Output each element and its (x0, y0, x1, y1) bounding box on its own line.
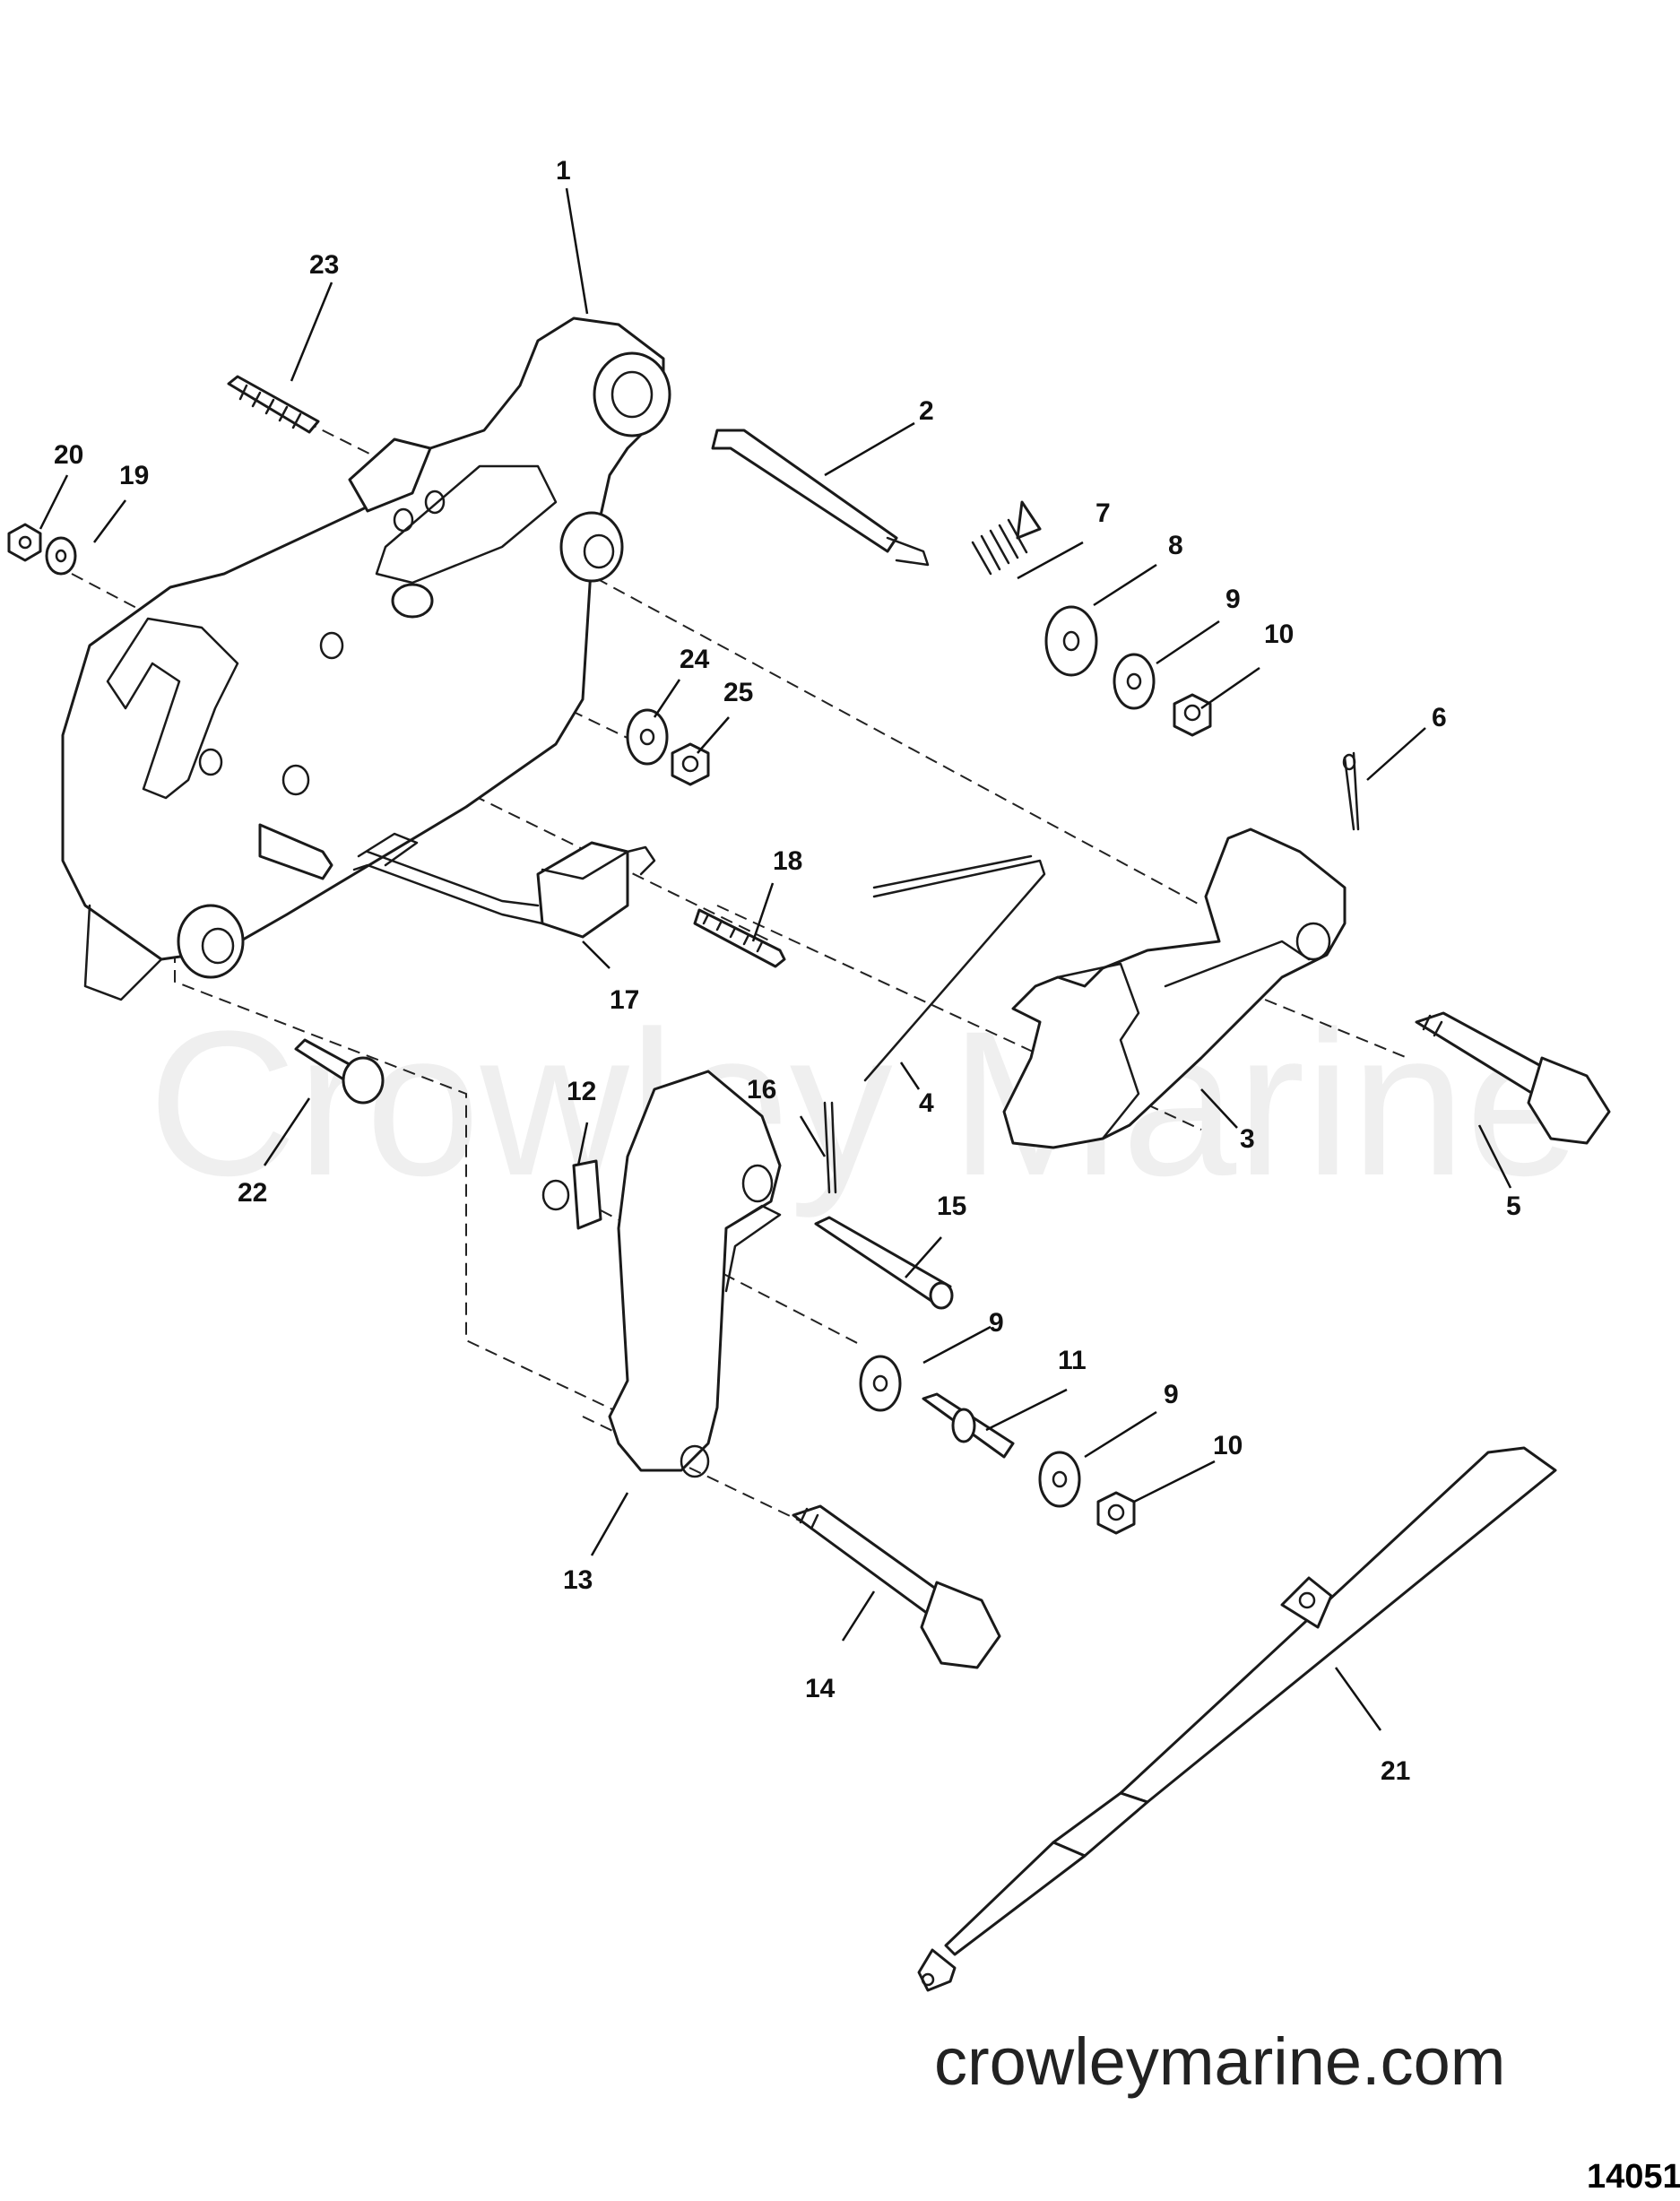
callouts: 1 2 3 4 5 6 7 8 9 10 11 12 13 14 15 16 1… (54, 156, 1521, 1786)
washer-9-low (1038, 1451, 1081, 1508)
callout-21: 21 (1381, 1756, 1410, 1786)
stud-11 (922, 1392, 1015, 1459)
callout-8: 8 (1168, 531, 1183, 560)
bolt-14 (792, 1504, 1001, 1669)
callout-9-low: 9 (1164, 1380, 1179, 1409)
callout-16: 16 (747, 1075, 776, 1105)
callout-10: 10 (1264, 620, 1294, 649)
washer-19 (45, 536, 77, 576)
callout-2: 2 (919, 396, 934, 426)
callout-14: 14 (805, 1674, 836, 1703)
switch-17 (258, 438, 656, 939)
callout-15: 15 (937, 1191, 966, 1221)
main-bracket (61, 316, 671, 1001)
stud-23 (227, 375, 320, 434)
nut-25 (671, 742, 710, 786)
callout-17: 17 (610, 985, 639, 1015)
washer-24 (626, 708, 669, 766)
link-rod-4 (863, 854, 1046, 1082)
nut-10-top (1173, 693, 1212, 737)
nut-10-low (1096, 1491, 1136, 1535)
callout-9-mid: 9 (989, 1308, 1004, 1338)
callout-18: 18 (773, 846, 802, 876)
lever-arm-13 (608, 1070, 782, 1478)
callout-9: 9 (1225, 585, 1241, 614)
nut-20 (7, 523, 42, 562)
callout-22: 22 (238, 1178, 267, 1208)
diagram-id: 14051 (1587, 2158, 1680, 2196)
tube-21 (917, 1446, 1557, 1992)
washer-9-top (1113, 653, 1156, 710)
callout-13: 13 (563, 1565, 593, 1595)
cotter-pin-6 (1342, 751, 1360, 831)
callout-19: 19 (119, 461, 149, 490)
cotter-pin-16 (823, 1101, 837, 1194)
website-text: crowleymarine.com (934, 2024, 1505, 2099)
callout-1: 1 (556, 156, 571, 186)
spring (971, 500, 1042, 576)
callout-10-low: 10 (1213, 1431, 1243, 1460)
callout-24: 24 (680, 645, 710, 674)
callout-5: 5 (1506, 1191, 1521, 1221)
callout-6: 6 (1432, 703, 1447, 732)
washer-9-mid (859, 1355, 902, 1412)
watermark: Crowley Marine (148, 988, 1580, 1218)
screw-22 (294, 1038, 385, 1105)
callout-7: 7 (1095, 498, 1111, 528)
callout-4: 4 (919, 1088, 934, 1118)
bolt-5 (1415, 1011, 1611, 1145)
screw-18 (693, 908, 786, 968)
washer-8 (1044, 605, 1098, 677)
callout-3: 3 (1240, 1124, 1255, 1154)
callout-12: 12 (567, 1077, 596, 1106)
shift-lever-3 (1002, 828, 1347, 1149)
callout-23: 23 (309, 250, 339, 280)
pin-15 (814, 1216, 954, 1310)
leader-lines (39, 187, 1512, 1731)
callout-20: 20 (54, 440, 83, 470)
callout-25: 25 (723, 678, 753, 707)
pivot-stud (711, 429, 930, 567)
callout-11: 11 (1058, 1346, 1087, 1375)
clip-12 (541, 1159, 602, 1230)
